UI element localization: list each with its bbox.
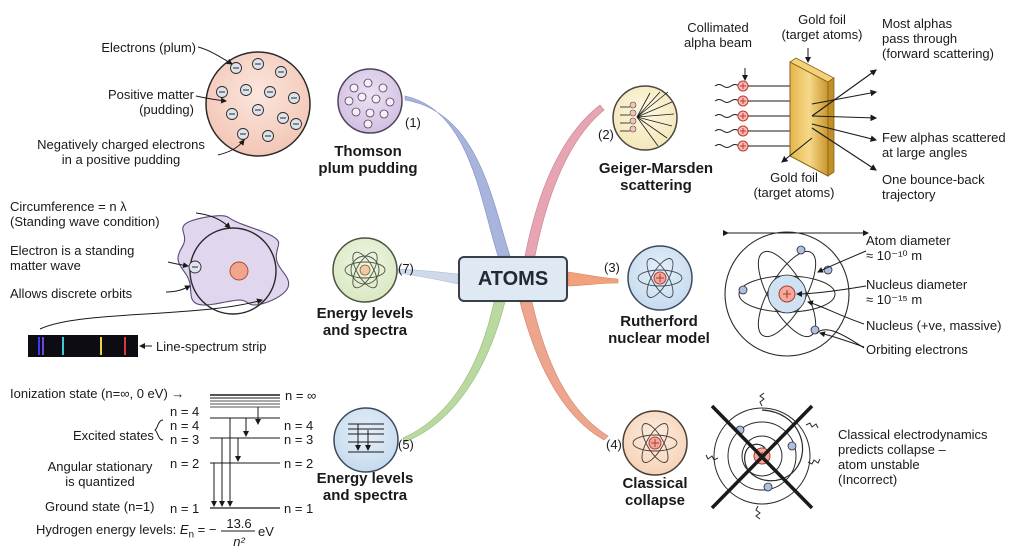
branch-number-3: (3) xyxy=(604,260,620,275)
collapse-diagram xyxy=(705,392,821,520)
branch-title-thomson[interactable]: Thomson plum pudding xyxy=(318,143,418,177)
ribbon-energy7 xyxy=(397,268,459,285)
branch-number-1: (1) xyxy=(405,115,421,130)
label-right-n3: n = 3 xyxy=(284,432,314,447)
label-collimated-beam: Collimated alpha beam xyxy=(684,20,752,50)
formula-e-symbol: E xyxy=(179,522,189,537)
label-nucleus-massive: Nucleus (+ve, massive) xyxy=(866,318,1002,333)
label-ground-state: Ground state (n=1) xyxy=(45,499,155,514)
label-bounce-back: One bounce-back trajectory xyxy=(882,172,985,202)
center-hub-atoms[interactable]: ATOMS xyxy=(458,256,568,302)
label-right-n1: n = 1 xyxy=(284,501,314,516)
label-orbiting-electrons: Orbiting electrons xyxy=(866,342,968,357)
branch-number-7: (7) xyxy=(398,261,414,276)
label-line-spectrum-strip: Line-spectrum strip xyxy=(156,339,267,354)
branch-title-rutherford[interactable]: Rutherford nuclear model xyxy=(608,313,710,347)
branch-number-5: (5) xyxy=(398,437,414,452)
ribbon-rutherford xyxy=(567,271,619,287)
label-gold-foil-bottom: Gold foil (target atoms) xyxy=(753,170,835,200)
formula-unit: eV xyxy=(258,524,274,539)
label-left-n1: n = 1 xyxy=(170,501,200,516)
label-circumference: Circumference = n λ (Standing wave condi… xyxy=(10,199,160,229)
branch-title-energy5[interactable]: Energy levels and spectra xyxy=(316,470,414,504)
line-spectrum-strip xyxy=(28,335,152,357)
label-electrons-plum: Electrons (plum) xyxy=(101,40,196,55)
formula-e-subscript: n xyxy=(188,529,195,541)
standing-wave-diagram xyxy=(39,212,290,330)
thomson-node-icon xyxy=(337,68,403,134)
energy-level-diagram xyxy=(154,394,280,509)
label-left-n2: n = 2 xyxy=(170,456,200,471)
label-standing-wave-electron: Electron is a standing matter wave xyxy=(10,243,135,273)
label-right-n4: n = 4 xyxy=(284,418,314,433)
label-few-alphas: Few alphas scattered at large angles xyxy=(882,130,1006,160)
collapse-node-icon xyxy=(622,410,688,476)
energy7-node-icon xyxy=(332,237,398,303)
label-nucleus-diameter: Nucleus diameter ≈ 10⁻¹⁵ m xyxy=(866,277,968,307)
formula-prefix: Hydrogen energy levels: xyxy=(36,522,180,537)
geiger-scattering-diagram xyxy=(714,48,878,177)
label-left-n3: n = 3 xyxy=(170,432,200,447)
label-discrete-orbits: Allows discrete orbits xyxy=(10,286,133,301)
formula-numerator: 13.6 xyxy=(226,516,252,531)
label-collapse-prediction: Classical electrodynamics predicts colla… xyxy=(838,427,988,487)
label-gold-foil-top: Gold foil (target atoms) xyxy=(781,12,863,42)
label-angular-quantized: Angular stationary is quantized xyxy=(47,459,153,489)
branch-number-2: (2) xyxy=(598,127,614,142)
branch-title-energy7[interactable]: Energy levels and spectra xyxy=(316,305,414,339)
formula-equals: = − xyxy=(194,522,217,537)
branch-title-collapse[interactable]: Classical collapse xyxy=(622,475,688,509)
label-most-alphas: Most alphas pass through (forward scatte… xyxy=(882,16,994,61)
ribbon-energy5 xyxy=(402,301,506,443)
label-right-n2: n = 2 xyxy=(284,456,314,471)
ribbon-collapse xyxy=(519,301,609,441)
geiger-node-icon xyxy=(612,85,678,151)
label-left-n4b: n = 4 xyxy=(170,418,200,433)
label-negative-electrons: Negatively charged electrons in a positi… xyxy=(37,137,205,167)
label-n-infinity: n = ∞ xyxy=(285,388,317,403)
branch-number-4: (4) xyxy=(606,437,622,452)
energy5-node-icon xyxy=(333,407,399,473)
rutherford-node-icon xyxy=(627,245,693,311)
label-left-n4a: n = 4 xyxy=(170,404,200,419)
label-ionization-state: Ionization state (n=∞, 0 eV) → xyxy=(10,386,185,401)
formula-label: Hydrogen energy levels: En = − xyxy=(36,522,216,541)
thomson-pudding-model xyxy=(195,46,311,157)
rutherford-atom-diagram xyxy=(723,230,869,357)
label-positive-matter: Positive matter (pudding) xyxy=(108,87,194,117)
branch-title-geiger[interactable]: Geiger-Marsden scattering xyxy=(598,160,714,194)
formula-denominator: n² xyxy=(233,534,245,549)
label-atom-diameter: Atom diameter ≈ 10⁻¹⁰ m xyxy=(866,233,951,263)
label-excited-states: Excited states xyxy=(73,428,154,443)
